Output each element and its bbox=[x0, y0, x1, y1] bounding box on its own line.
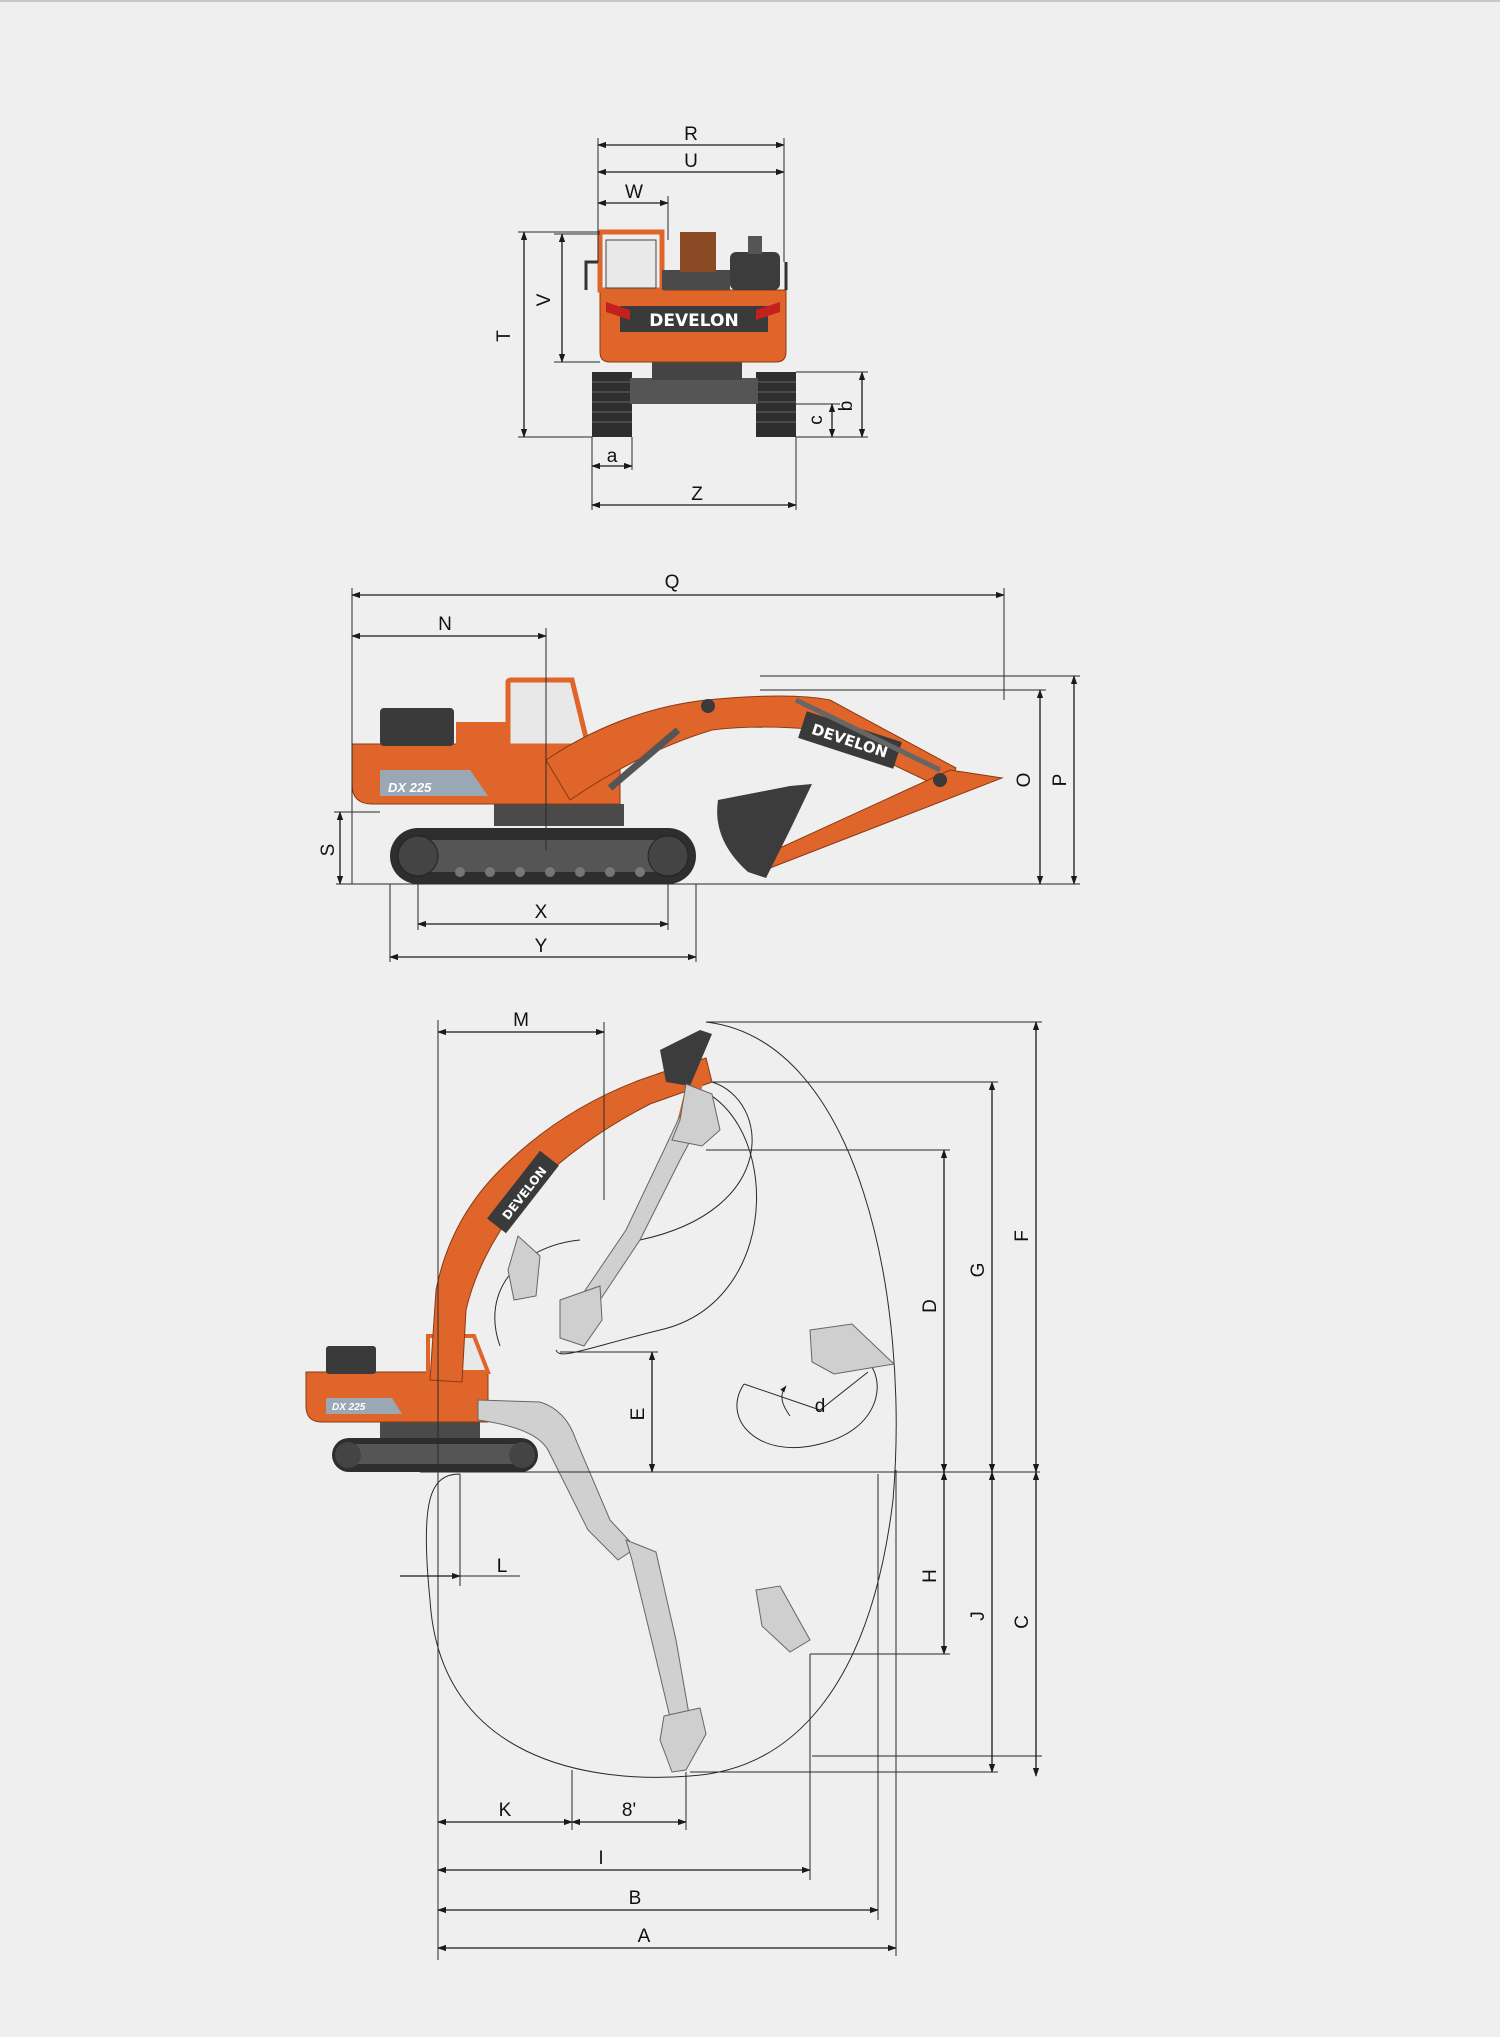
side-boom-logo-band bbox=[798, 711, 902, 769]
side-cab bbox=[505, 677, 592, 749]
side-boom-pin bbox=[701, 699, 715, 713]
wr-idler-wheel bbox=[335, 1442, 361, 1468]
side-bucket bbox=[717, 784, 812, 878]
dim-label-B: B bbox=[629, 1888, 642, 1909]
dim-label-L: L bbox=[497, 1556, 508, 1577]
bucket-angle-arc bbox=[736, 1359, 878, 1449]
wr-sprocket-wheel bbox=[509, 1442, 535, 1468]
dim-label-d: d bbox=[815, 1396, 826, 1417]
side-sprocket-wheel bbox=[647, 835, 689, 877]
wr-lowered-arm bbox=[625, 1539, 691, 1727]
dim-label-H: H bbox=[920, 1569, 941, 1583]
dim-label-W: W bbox=[625, 182, 643, 203]
side-idler-wheel bbox=[397, 835, 439, 877]
dim-label-c: c bbox=[806, 415, 827, 425]
bucket-angle-ray-2 bbox=[819, 1371, 869, 1411]
dim-label-a: a bbox=[607, 446, 618, 467]
wr-boom-logo-band bbox=[487, 1150, 559, 1234]
wr-swing-base bbox=[380, 1422, 480, 1438]
wr-lowered-boom bbox=[477, 1399, 637, 1561]
dim-label-V: V bbox=[534, 293, 555, 306]
front-cab-frame bbox=[597, 229, 665, 293]
front-cab-window bbox=[605, 239, 657, 289]
front-right-cover bbox=[730, 252, 780, 290]
dim-label-M: M bbox=[513, 1010, 529, 1031]
dim-label-b: b bbox=[836, 401, 857, 412]
front-exhaust bbox=[748, 236, 762, 254]
wr-ghost-bucket-mid bbox=[559, 1285, 603, 1347]
bucket-curl-arc-top bbox=[639, 1081, 753, 1241]
dim-label-A: A bbox=[638, 1926, 651, 1947]
front-logo-band bbox=[620, 306, 768, 332]
side-engine-hood bbox=[380, 708, 454, 746]
side-decal bbox=[380, 770, 488, 796]
front-engine-hood bbox=[662, 270, 730, 290]
wr-ghost-bucket-left bbox=[507, 1235, 541, 1301]
dim-label-P: P bbox=[1050, 774, 1071, 787]
bucket-angle-arrow bbox=[780, 1385, 791, 1417]
dim-label-Y: Y bbox=[535, 936, 548, 957]
left-tail-light bbox=[606, 302, 630, 320]
dim-label-F: F bbox=[1012, 1230, 1033, 1242]
wr-model-logo: DX 225 bbox=[332, 1402, 366, 1413]
side-arm-pin bbox=[933, 773, 947, 787]
dim-label-R: R bbox=[684, 124, 698, 145]
dim-label-T: T bbox=[494, 330, 515, 342]
dim-label-D: D bbox=[920, 1299, 941, 1313]
side-track-frame bbox=[430, 840, 660, 872]
front-left-track bbox=[592, 372, 632, 437]
side-model-logo: DX 225 bbox=[388, 780, 432, 795]
front-handrail bbox=[584, 260, 598, 290]
right-tail-light bbox=[756, 302, 780, 320]
dim-label-X: X bbox=[535, 902, 548, 923]
dim-label-Q: Q bbox=[665, 572, 680, 593]
dim-label-K: K bbox=[499, 1800, 512, 1821]
wr-top-bucket bbox=[660, 1030, 712, 1086]
side-view: DX 225 DEVELON Q N O P S bbox=[318, 572, 1080, 962]
side-track-rollers bbox=[455, 867, 645, 877]
wr-track-frame bbox=[356, 1444, 516, 1464]
dim-label-I: I bbox=[598, 1848, 603, 1869]
dim-label-8ft: 8' bbox=[622, 1800, 636, 1821]
working-range-view: DX 225 DEVELON M bbox=[305, 1010, 1042, 1960]
wr-ghost-bucket-angle bbox=[809, 1323, 896, 1375]
front-swing-base bbox=[652, 362, 742, 380]
dim-label-C: C bbox=[1012, 1615, 1033, 1629]
front-right-track bbox=[756, 372, 796, 437]
wr-ghost-bucket-top bbox=[671, 1083, 721, 1147]
dim-label-O: O bbox=[1014, 773, 1035, 788]
front-undercarriage bbox=[630, 378, 758, 404]
side-boom-cylinder bbox=[607, 727, 681, 791]
wr-decal bbox=[326, 1398, 402, 1414]
dim-label-E: E bbox=[628, 1408, 649, 1421]
dim-label-S: S bbox=[318, 844, 339, 857]
wr-engine-hood bbox=[326, 1346, 376, 1374]
dim-label-Z: Z bbox=[691, 484, 703, 505]
dim-label-J: J bbox=[968, 1611, 989, 1621]
side-swing-base bbox=[494, 804, 624, 826]
front-view: DEVELON R U W T V b c bbox=[494, 124, 868, 510]
dim-label-N: N bbox=[438, 614, 452, 635]
side-arm-cylinder bbox=[794, 697, 942, 773]
front-air-intake bbox=[680, 232, 716, 272]
wr-ghost-bucket-low bbox=[755, 1585, 811, 1653]
dim-label-U: U bbox=[684, 151, 698, 172]
max-reach-envelope bbox=[425, 1021, 897, 1778]
front-brand-logo: DEVELON bbox=[649, 311, 738, 331]
track-tread-lines bbox=[592, 381, 796, 423]
wr-lowered-bucket bbox=[659, 1707, 707, 1773]
dim-label-G: G bbox=[968, 1263, 989, 1278]
